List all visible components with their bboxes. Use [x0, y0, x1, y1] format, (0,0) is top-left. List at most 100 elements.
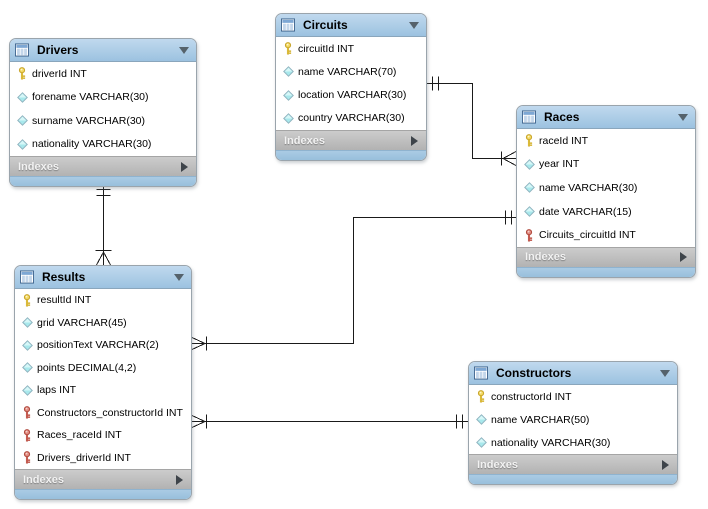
column-row[interactable]: Circuits_circuitId INT — [517, 223, 695, 247]
column-row[interactable]: Constructors_constructorId INT — [15, 402, 191, 425]
column-icon — [522, 182, 536, 194]
table-constructors[interactable]: Constructors constructorId INT name VARC… — [468, 361, 678, 485]
column-row[interactable]: nationality VARCHAR(30) — [10, 133, 196, 157]
column-label: constructorId INT — [491, 390, 572, 403]
column-label: location VARCHAR(30) — [298, 89, 407, 102]
connector-races-results[interactable] — [191, 210, 516, 351]
column-row[interactable]: grid VARCHAR(45) — [15, 312, 191, 335]
column-icon — [20, 339, 34, 351]
indexes-bar[interactable]: Indexes — [276, 130, 426, 150]
column-list: circuitId INT name VARCHAR(70) location … — [276, 37, 426, 130]
column-row[interactable]: positionText VARCHAR(2) — [15, 334, 191, 357]
collapse-arrow-icon[interactable] — [678, 113, 688, 121]
column-label: raceId INT — [539, 134, 589, 147]
foreign-key-icon — [20, 428, 34, 442]
column-label: name VARCHAR(70) — [298, 65, 397, 78]
column-label: driverId INT — [32, 67, 87, 80]
indexes-label: Indexes — [18, 160, 59, 173]
expand-arrow-icon[interactable] — [411, 135, 418, 146]
expand-arrow-icon[interactable] — [680, 252, 687, 263]
connector-circuits-races[interactable] — [427, 76, 517, 166]
column-row[interactable]: laps INT — [15, 379, 191, 402]
column-label: laps INT — [37, 384, 77, 397]
column-row[interactable]: name VARCHAR(30) — [517, 176, 695, 200]
column-row[interactable]: nationality VARCHAR(30) — [469, 431, 677, 454]
primary-key-icon — [522, 134, 536, 147]
table-header[interactable]: Circuits — [276, 14, 426, 37]
column-row[interactable]: name VARCHAR(50) — [469, 408, 677, 431]
column-icon — [281, 89, 295, 101]
column-row[interactable]: raceId INT — [517, 129, 695, 153]
column-row[interactable]: name VARCHAR(70) — [276, 60, 426, 83]
column-row[interactable]: Races_raceId INT — [15, 424, 191, 447]
primary-key-icon — [20, 293, 34, 307]
collapse-arrow-icon[interactable] — [409, 21, 419, 29]
column-list: driverId INT forename VARCHAR(30) surnam… — [10, 62, 196, 156]
column-label: points DECIMAL(4,2) — [37, 361, 137, 374]
column-row[interactable]: location VARCHAR(30) — [276, 84, 426, 107]
column-row[interactable]: resultId INT — [15, 289, 191, 312]
column-label: surname VARCHAR(30) — [32, 114, 146, 127]
column-row[interactable]: driverId INT — [10, 62, 196, 86]
indexes-bar[interactable]: Indexes — [469, 454, 677, 474]
expand-arrow-icon[interactable] — [662, 459, 669, 470]
column-label: Circuits_circuitId INT — [539, 229, 636, 242]
column-label: positionText VARCHAR(2) — [37, 339, 159, 352]
table-title: Constructors — [496, 366, 572, 380]
indexes-bar[interactable]: Indexes — [517, 246, 695, 267]
column-icon — [15, 91, 29, 103]
column-icon — [522, 158, 536, 170]
collapse-arrow-icon[interactable] — [179, 46, 189, 54]
table-header[interactable]: Constructors — [469, 362, 677, 385]
column-row[interactable]: year INT — [517, 153, 695, 177]
column-list: raceId INT year INT name VARCHAR(30) dat… — [517, 129, 695, 247]
table-icon — [474, 366, 488, 380]
column-label: name VARCHAR(50) — [491, 413, 590, 426]
table-circuits[interactable]: Circuits circuitId INT name VARCHAR(70) … — [275, 13, 427, 161]
column-list: constructorId INT name VARCHAR(50) natio… — [469, 385, 677, 454]
table-title: Races — [544, 110, 580, 124]
column-row[interactable]: points DECIMAL(4,2) — [15, 357, 191, 380]
connector-constructors-results[interactable] — [191, 414, 468, 429]
column-icon — [20, 317, 34, 329]
table-header[interactable]: Results — [15, 266, 191, 289]
table-results[interactable]: Results resultId INT grid VARCHAR(45) po… — [14, 265, 192, 500]
expand-arrow-icon[interactable] — [176, 474, 183, 485]
column-row[interactable]: forename VARCHAR(30) — [10, 86, 196, 110]
table-icon — [522, 110, 536, 124]
indexes-bar[interactable]: Indexes — [10, 156, 196, 176]
table-title: Circuits — [303, 18, 348, 32]
column-label: country VARCHAR(30) — [298, 112, 405, 125]
column-row[interactable]: constructorId INT — [469, 385, 677, 408]
table-title: Drivers — [37, 43, 79, 57]
table-header[interactable]: Drivers — [10, 39, 196, 62]
column-row[interactable]: date VARCHAR(15) — [517, 200, 695, 224]
table-icon — [20, 270, 34, 284]
collapse-arrow-icon[interactable] — [174, 273, 184, 281]
connector-drivers-results[interactable] — [95, 181, 112, 266]
column-icon — [474, 437, 488, 448]
column-row[interactable]: surname VARCHAR(30) — [10, 109, 196, 133]
indexes-label: Indexes — [477, 458, 518, 471]
foreign-key-icon — [20, 451, 34, 464]
table-title: Results — [42, 270, 86, 284]
column-label: circuitId INT — [298, 42, 355, 55]
column-row[interactable]: circuitId INT — [276, 37, 426, 60]
table-races[interactable]: Races raceId INT year INT name VARCHAR(3… — [516, 105, 696, 278]
expand-arrow-icon[interactable] — [181, 161, 188, 172]
column-label: name VARCHAR(30) — [539, 181, 638, 194]
column-icon — [281, 66, 295, 78]
table-icon — [281, 18, 295, 32]
indexes-bar[interactable]: Indexes — [15, 469, 191, 489]
column-row[interactable]: country VARCHAR(30) — [276, 107, 426, 130]
table-drivers[interactable]: Drivers driverId INT forename VARCHAR(30… — [9, 38, 197, 187]
column-row[interactable]: Drivers_driverId INT — [15, 447, 191, 470]
table-footer — [469, 474, 677, 484]
primary-key-icon — [474, 390, 488, 403]
primary-key-icon — [281, 42, 295, 55]
table-header[interactable]: Races — [517, 106, 695, 129]
foreign-key-icon — [20, 406, 34, 419]
column-icon — [20, 384, 34, 396]
collapse-arrow-icon[interactable] — [660, 369, 670, 377]
